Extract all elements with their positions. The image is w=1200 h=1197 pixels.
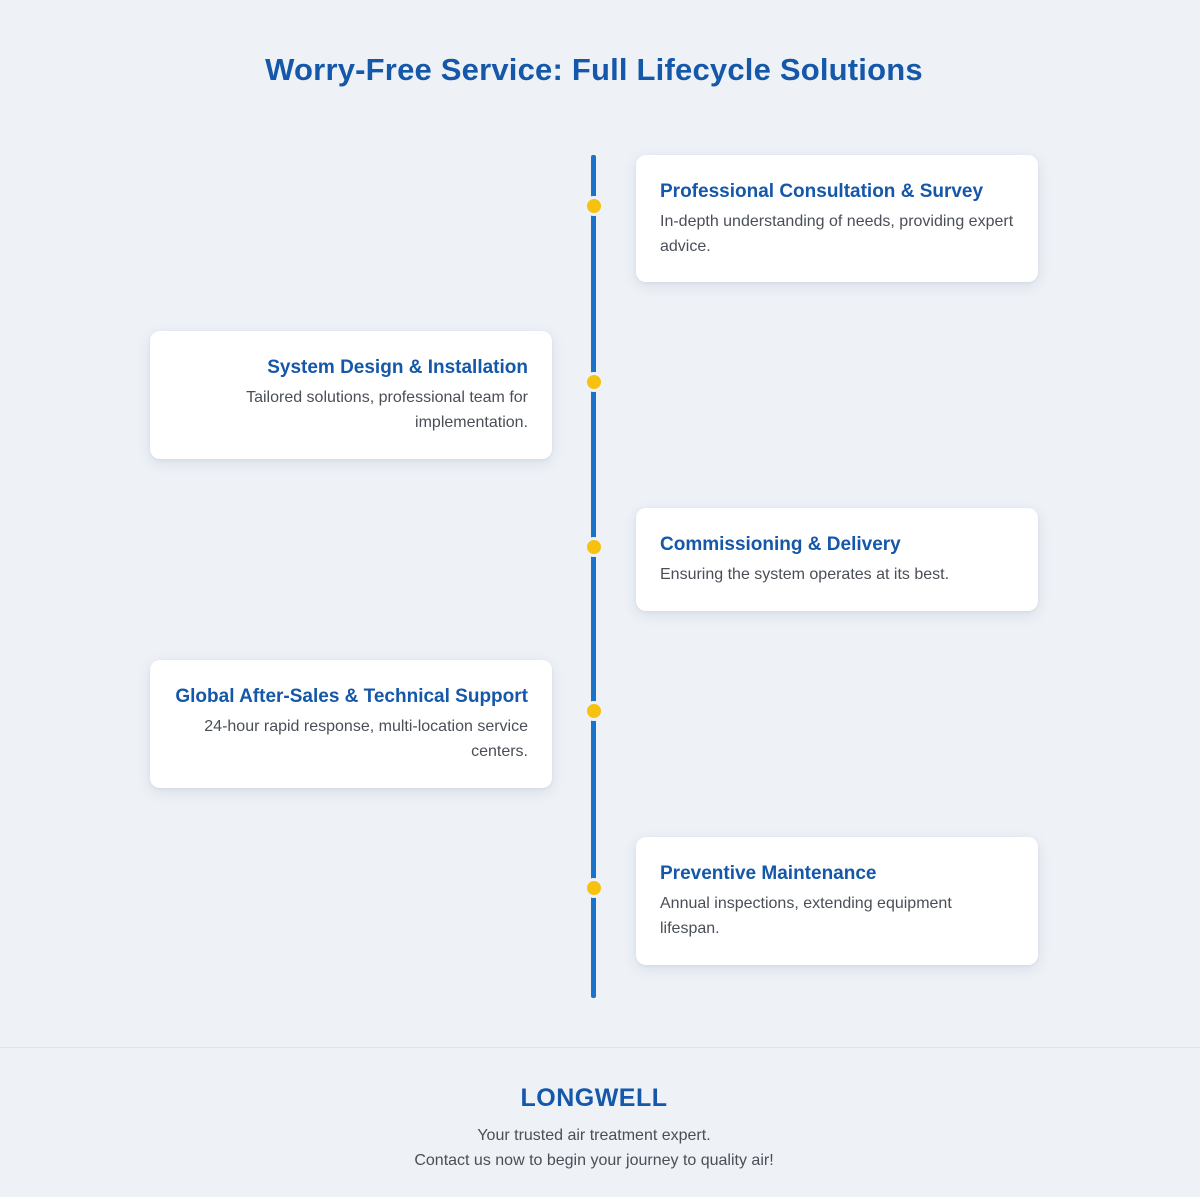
page-title: Worry-Free Service: Full Lifecycle Solut… (265, 52, 923, 87)
card-description: Ensuring the system operates at its best… (660, 566, 950, 583)
card-description: In-depth understanding of needs, providi… (660, 213, 1014, 255)
footer-tagline: Your trusted air treatment expert. (477, 1127, 711, 1144)
timeline-card-consultation: Professional Consultation & Survey In-de… (636, 155, 1038, 282)
card-description: 24-hour rapid response, multi-location s… (204, 718, 528, 760)
timeline-dot-1 (584, 196, 604, 216)
timeline-card-commissioning: Commissioning & Delivery Ensuring the sy… (636, 508, 1038, 611)
timeline-card-after-sales: Global After-Sales & Technical Support 2… (150, 660, 552, 788)
timeline-line (591, 155, 596, 998)
card-title: Preventive Maintenance (660, 863, 877, 884)
card-title: Professional Consultation & Survey (660, 181, 984, 202)
card-title: Global After-Sales & Technical Support (175, 686, 528, 707)
timeline-card-design-installation: System Design & Installation Tailored so… (150, 331, 552, 459)
footer-cta: Contact us now to begin your journey to … (414, 1152, 774, 1169)
timeline-dot-5 (584, 878, 604, 898)
timeline-card-maintenance: Preventive Maintenance Annual inspection… (636, 837, 1038, 965)
footer-brand: LONGWELL (520, 1084, 668, 1112)
footer: LONGWELL Your trusted air treatment expe… (0, 1047, 1200, 1197)
timeline-dot-4 (584, 701, 604, 721)
card-title: Commissioning & Delivery (660, 534, 901, 555)
card-description: Tailored solutions, professional team fo… (246, 389, 528, 431)
card-title: System Design & Installation (267, 357, 528, 378)
timeline-dot-3 (584, 537, 604, 557)
card-description: Annual inspections, extending equipment … (660, 895, 952, 937)
timeline-dot-2 (584, 372, 604, 392)
